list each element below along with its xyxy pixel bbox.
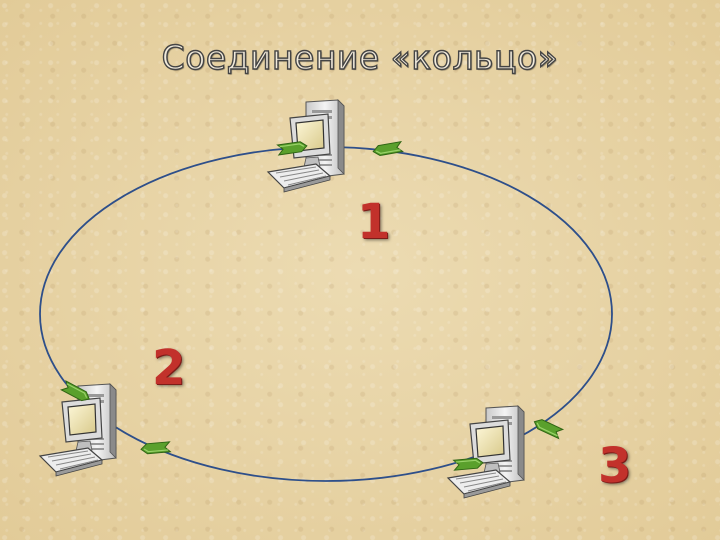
diagram-title: Соединение «кольцо»: [161, 37, 559, 77]
node-label-3: 3: [598, 438, 632, 494]
ring-connection: [39, 146, 613, 482]
node-label-1: 1: [357, 194, 391, 250]
node-label-2: 2: [152, 340, 186, 396]
computer-3-icon: [447, 405, 525, 499]
connector-icon: [371, 141, 404, 158]
connector-icon: [453, 457, 484, 471]
